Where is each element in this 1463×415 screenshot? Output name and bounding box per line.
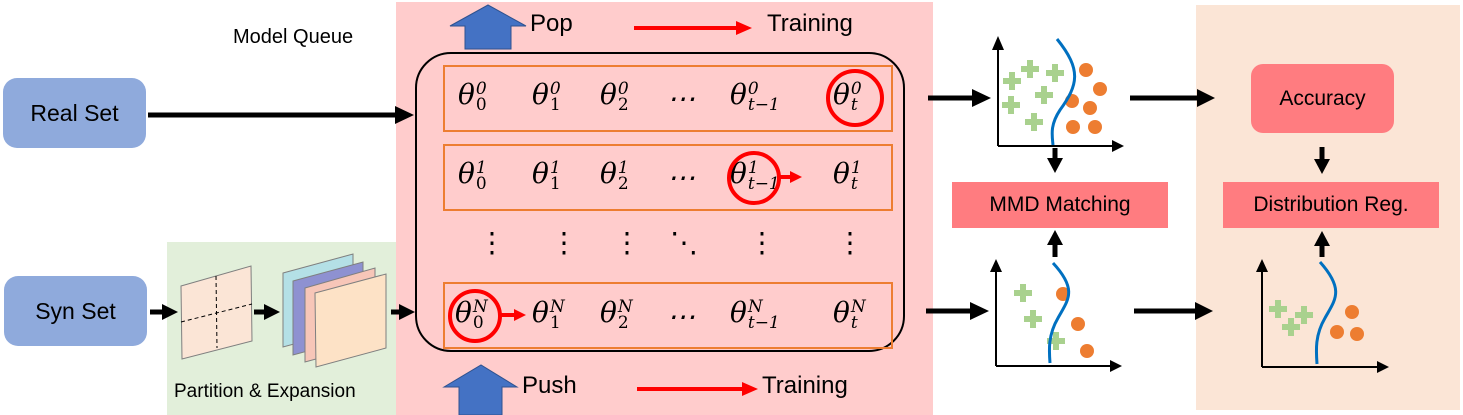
syn-feature-scatter-icon [990,259,1122,372]
training-arrow-top-icon [634,21,752,35]
partition-expansion-label: Partition & Expansion [174,381,356,402]
model-queue-label: Model Queue [233,26,354,48]
ddots-col-3: ⋱ [670,226,698,259]
arrow-queue-to-syn-scatter-icon [926,302,989,320]
vdots-col-0: ⋮ [478,226,506,259]
distribution-reg-label: Distribution Reg. [1253,193,1409,216]
arrow-real-scatter-to-accuracy-icon [1130,89,1215,107]
ellipsis-row-1: ⋯ [667,161,695,194]
arrow-accuracy-to-distreg-icon [1314,147,1330,174]
ellipsis-row-n: ⋯ [667,300,695,333]
vdots-col-1: ⋮ [550,226,578,259]
arrow-expansion-to-queue-icon [391,304,415,320]
mmd-matching-box: MMD Matching [952,182,1168,228]
arrow-syn-scatter-to-mmd-icon [1047,230,1063,257]
syn-set-box: Syn Set [4,276,147,346]
arrow-real-to-queue-icon [148,106,414,124]
distribution-reg-box: Distribution Reg. [1223,182,1439,228]
real-set-label: Real Set [30,99,119,126]
ellipsis-row-0: ⋯ [667,82,695,115]
distribution-scatter-icon [1256,259,1389,373]
pop-up-arrow-icon [449,4,527,50]
model-queue-frame [415,52,905,352]
vdots-col-4: ⋮ [748,226,776,259]
arrow-scatter-to-distreg-icon [1314,231,1330,257]
syn-set-label: Syn Set [35,297,116,324]
accuracy-box: Accuracy [1251,64,1394,133]
training-label-bottom: Training [762,372,848,399]
training-label-top: Training [767,10,853,37]
expansion-stack-icon [282,253,387,368]
vdots-col-5: ⋮ [836,226,864,259]
arrow-real-scatter-to-mmd-icon [1047,148,1063,173]
arrow-queue-to-real-scatter-icon [928,89,991,107]
mmd-matching-label: MMD Matching [989,193,1131,216]
vdots-col-2: ⋮ [613,226,641,259]
training-arrow-bottom-icon [637,382,758,396]
real-set-box: Real Set [3,78,146,148]
real-feature-scatter-icon [992,36,1124,152]
arrow-syn-scatter-to-peach-icon [1134,302,1213,320]
accuracy-label: Accuracy [1279,86,1366,110]
pop-label: Pop [530,10,573,37]
arrow-syn-to-partition-icon [150,304,178,320]
partition-grid-icon [180,265,253,360]
arrow-partition-to-expansion-icon [254,304,280,320]
queue-row-0 [443,65,893,132]
push-up-arrow-icon [442,364,519,415]
queue-row-1 [443,144,893,211]
push-label: Push [522,372,577,399]
queue-row-n [443,282,893,349]
